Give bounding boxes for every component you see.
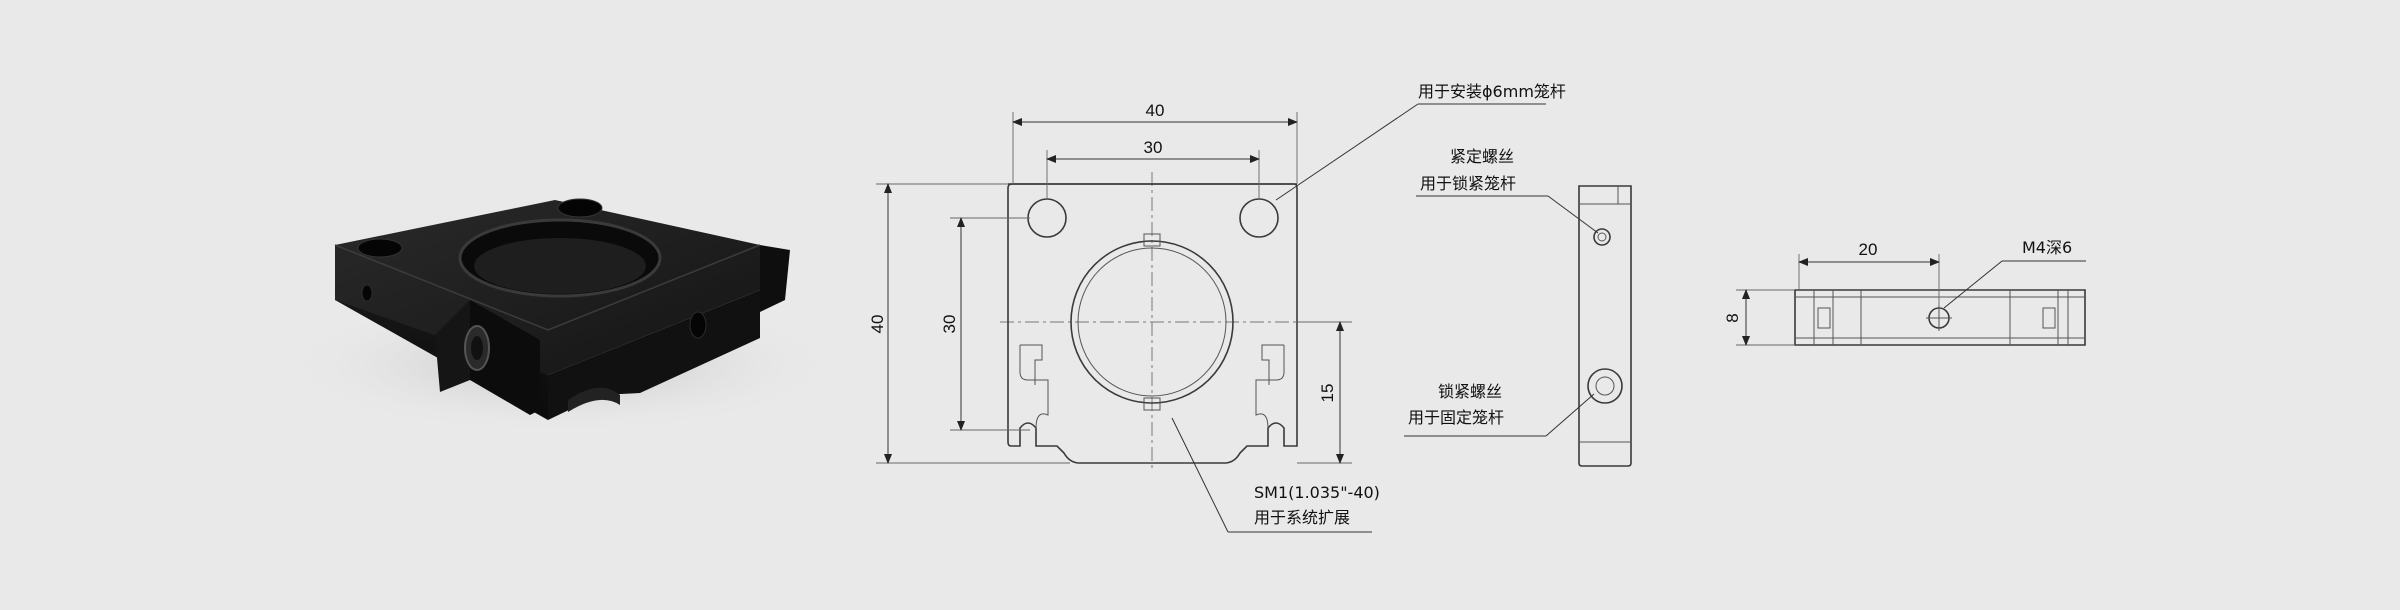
side-view: 紧定螺丝 用于锁紧笼杆 锁紧螺丝 用于固定笼杆	[1404, 147, 1632, 467]
leader-m4	[1943, 260, 2003, 309]
render-arm-left	[470, 300, 540, 415]
side-set-screw	[1593, 228, 1611, 246]
front-bore-outer	[1070, 240, 1234, 404]
render-right-face	[548, 290, 760, 420]
render-arm-right	[760, 245, 790, 312]
note-sm1-line2: 用于系统扩展	[1254, 508, 1350, 527]
top-slot-right	[2042, 307, 2056, 329]
front-view: 40 30 40 30 15 用于安装ϕ6mm笼杆 SM1(1.035"-40)…	[868, 82, 1566, 533]
leader-lock-screw	[1545, 393, 1595, 437]
front-bore-key-top	[1143, 233, 1161, 247]
front-rod-hole-right	[1239, 198, 1279, 238]
dim-slot-height: 15	[1318, 384, 1337, 403]
note-lock-screw-line1: 锁紧螺丝	[1438, 382, 1502, 401]
front-outline	[1007, 183, 1298, 464]
side-set-screw-inner	[1597, 232, 1607, 242]
render-edge-highlight	[334, 244, 761, 331]
dim-width-inner: 30	[1144, 138, 1163, 157]
side-outline	[1578, 185, 1632, 467]
front-slot-left-inner	[1020, 344, 1043, 385]
note-cage-rod: 用于安装ϕ6mm笼杆	[1418, 82, 1566, 101]
note-lock-screw-line2: 用于固定笼杆	[1408, 408, 1504, 427]
dim-width-outer: 40	[1146, 101, 1165, 120]
leader-sm1	[1171, 417, 1229, 533]
render-bore-inner	[474, 238, 646, 294]
note-sm1-line1: SM1(1.035"-40)	[1254, 483, 1380, 502]
render-rod-hole-left	[357, 238, 403, 258]
top-slot-left	[1817, 307, 1831, 329]
front-bore-key-bottom	[1143, 397, 1161, 411]
render-rod-hole-back	[557, 198, 603, 218]
leader-set-screw	[1547, 195, 1599, 234]
top-outline	[1794, 289, 2086, 346]
side-lock-screw	[1587, 368, 1623, 404]
dim-height-outer: 40	[868, 315, 887, 334]
render-lock-screw-hex	[471, 336, 483, 360]
leader-cage-rod	[1275, 103, 1419, 201]
front-rod-hole-left	[1027, 198, 1067, 238]
note-set-screw-line1: 紧定螺丝	[1450, 147, 1514, 166]
note-tapped-hole: M4深6	[2022, 238, 2072, 257]
render-side-hole	[689, 311, 707, 339]
dim-top-height: 8	[1723, 313, 1742, 322]
render-set-screw	[361, 284, 373, 302]
side-lock-screw-inner	[1595, 376, 1615, 396]
front-slot-left	[1019, 345, 1049, 429]
dim-height-inner: 30	[940, 315, 959, 334]
dim-top-width: 20	[1859, 240, 1878, 259]
note-set-screw-line2: 用于锁紧笼杆	[1420, 174, 1516, 193]
render-arm-left-face	[435, 300, 470, 392]
front-slot-right	[1255, 345, 1285, 429]
front-bore-inner	[1077, 247, 1227, 397]
render-notch	[568, 387, 620, 412]
front-slot-right-inner	[1261, 344, 1284, 385]
product-render	[280, 198, 840, 435]
top-view: 20 8 M4深6	[1723, 238, 2086, 346]
